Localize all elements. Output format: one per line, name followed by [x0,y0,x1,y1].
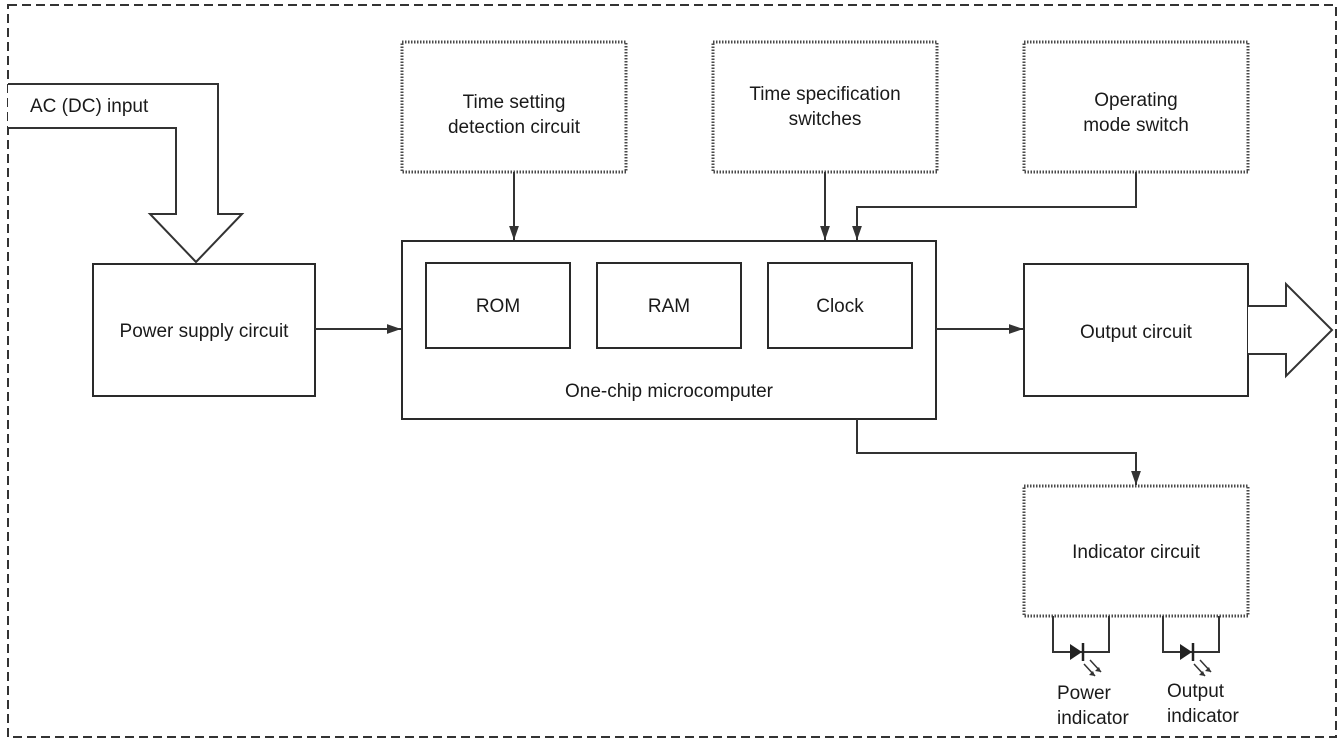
rom-label: ROM [476,296,520,317]
time-setting-label-2: detection circuit [448,117,581,138]
output-indicator-label-2: indicator [1167,706,1239,727]
ram-label: RAM [648,296,690,317]
clock-block [767,262,913,349]
mcu-to-indicator-arrow [856,419,1141,485]
operating-mode-label-1: Operating [1094,90,1177,111]
output-circuit-label: Output circuit [1080,322,1193,343]
ac-input-arrow [8,83,245,264]
indicator-circuit-block: Indicator circuit [1022,484,1250,618]
power-indicator-led-icon [1052,616,1110,677]
operating-mode-label-2: mode switch [1083,115,1189,136]
indicator-circuit-label: Indicator circuit [1072,542,1200,563]
output-circuit-block: Output circuit [1023,263,1249,397]
ram-block [596,262,742,349]
time-spec-label-1: Time specification [749,84,900,105]
power-supply-circuit-block: Power supply circuit [92,263,316,397]
time-setting-detection-block: Time setting detection circuit [400,40,628,174]
microcomputer-label: One-chip microcomputer [565,381,774,402]
operating-mode-switch-block: Operating mode switch [1022,40,1250,174]
output-indicator-led-icon [1162,616,1220,677]
output-indicator-label-1: Output [1167,681,1225,702]
power-indicator-label-2: indicator [1057,708,1129,729]
mode-switch-to-mcu-arrow [852,172,1137,240]
clock-label: Clock [816,296,864,317]
time-spec-label-2: switches [789,109,862,130]
power-supply-label: Power supply circuit [120,321,290,342]
rom-block [425,262,571,349]
time-specification-switches-block: Time specification switches [711,40,939,174]
output-arrow [1248,281,1334,379]
ac-input-label: AC (DC) input [30,96,149,117]
system-boundary [7,4,1337,738]
microcomputer-block: ROM RAM Clock One-chip microcomputer [401,240,937,420]
power-indicator-label-1: Power [1057,683,1112,704]
time-setting-label-1: Time setting [463,92,566,113]
